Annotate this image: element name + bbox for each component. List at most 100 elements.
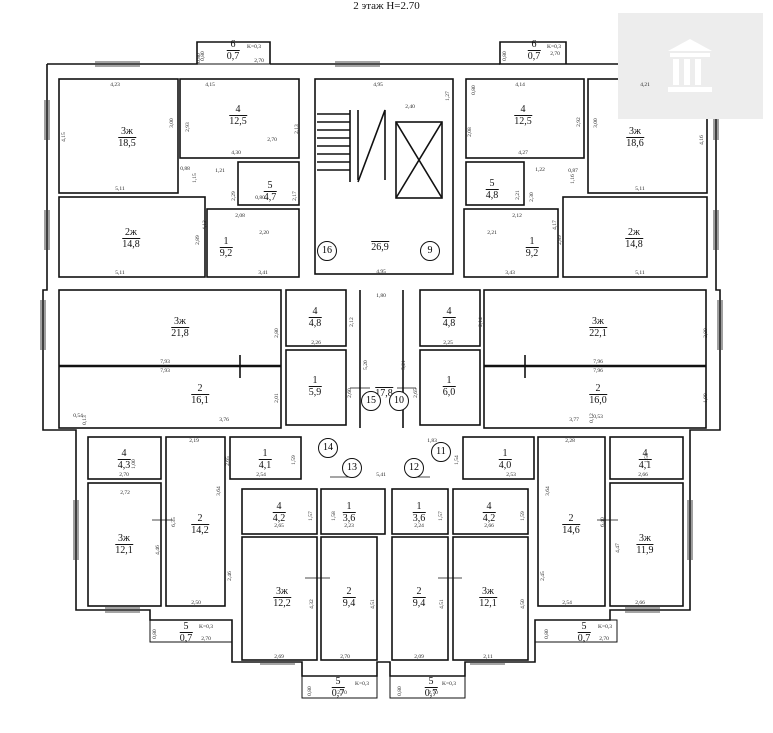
room-area: 14,2 <box>191 525 209 536</box>
room-area: 4,2 <box>272 513 286 524</box>
dimension-label: 4,13 <box>202 220 208 230</box>
dimension-label: 2,21 <box>487 230 497 236</box>
dimension-label: 0,80 <box>200 51 206 61</box>
room-area: 4,8 <box>442 318 456 329</box>
dimension-label: 2,08 <box>467 127 473 137</box>
room-number: 1 <box>412 502 426 513</box>
dimension-label: 4,17 <box>552 220 558 230</box>
dimension-label: 2,93 <box>185 122 191 132</box>
room-number: 3ж <box>636 534 654 545</box>
dimension-label: 5,41 <box>376 472 386 478</box>
room-area: 4,7 <box>263 192 277 203</box>
room-number: 2ж <box>122 228 140 239</box>
apartment-number: 14 <box>318 438 338 458</box>
room-number: 2 <box>562 514 580 525</box>
balcony-coefficient: K=0,3 <box>442 681 456 687</box>
dimension-label: 4,15 <box>205 82 215 88</box>
dimension-label: 2,54 <box>562 600 572 606</box>
dimension-label: 5,11 <box>115 270 125 276</box>
room-number: 5 <box>577 622 591 633</box>
room-area: 14,8 <box>122 239 140 250</box>
dimension-label: 2,14 <box>478 317 484 327</box>
dimension-label: 3,77 <box>569 417 579 423</box>
balcony-coefficient: K=0,3 <box>247 44 261 50</box>
dimension-label: 4,95 <box>376 269 386 275</box>
room-number: 2 <box>191 514 209 525</box>
dimension-label: 4,27 <box>518 150 528 156</box>
room-area: 21,8 <box>171 328 189 339</box>
dimension-label: 2,89 <box>195 235 201 245</box>
dimension-label: 0,13 <box>82 415 88 425</box>
dimension-label: 2,50 <box>191 600 201 606</box>
dimension-label: 1,59 <box>520 511 526 521</box>
dimension-label: 2,12 <box>512 213 522 219</box>
dimension-label: 0,80 <box>307 686 313 696</box>
dimension-label: 1,59 <box>291 455 297 465</box>
dimension-label: 5,11 <box>635 270 645 276</box>
dimension-label: 1,22 <box>535 167 545 173</box>
dimension-label: 2,70 <box>254 58 264 64</box>
outer-wall <box>42 41 721 677</box>
dimension-label: 4,51 <box>370 599 376 609</box>
dimension-label: 1,21 <box>215 168 225 174</box>
room-area: 0,7 <box>179 633 193 644</box>
dimension-label: 3,76 <box>219 417 229 423</box>
dimension-label: 2,70 <box>201 636 211 642</box>
dimension-label: 2,24 <box>414 523 424 529</box>
dimension-label: 2,19 <box>189 438 199 444</box>
dimension-label: 2,09 <box>414 654 424 660</box>
apartment-number: 13 <box>342 458 362 478</box>
dimension-label: 1,58 <box>331 511 337 521</box>
dimension-label: 2,66 <box>484 523 494 529</box>
room-area: 12,5 <box>229 116 247 127</box>
room-number: 2 <box>412 587 426 598</box>
room-area: 0,7 <box>527 51 541 62</box>
apartment-number: 9 <box>420 241 440 261</box>
dimension-label: 3,43 <box>505 270 515 276</box>
dimension-label: 2,21 <box>515 190 521 200</box>
room-area: 12,5 <box>514 116 532 127</box>
dimension-label: 0,80 <box>152 629 158 639</box>
dimension-label: 2,70 <box>337 690 347 696</box>
dimension-label: 2,65 <box>225 456 231 466</box>
dimension-label: 2,69 <box>274 654 284 660</box>
room-area: 12,1 <box>479 598 497 609</box>
room-number: 6 <box>226 40 240 51</box>
room-number <box>375 377 393 388</box>
dimension-label: 3,41 <box>258 270 268 276</box>
room-number: 3ж <box>118 127 136 138</box>
dimension-label: 1,54 <box>454 455 460 465</box>
room-area: 0,7 <box>226 51 240 62</box>
room-number: 3ж <box>626 127 644 138</box>
room-number: 6 <box>527 40 541 51</box>
room-number: 2 <box>191 384 209 395</box>
room-area: 16,0 <box>589 395 607 406</box>
dimension-label: 4,30 <box>231 150 241 156</box>
dimension-label: 1,16 <box>570 174 576 184</box>
dimension-label: 4,21 <box>640 82 650 88</box>
dimension-label: 1,53 <box>644 453 650 463</box>
dimension-label: 4,47 <box>615 543 621 553</box>
room-number: 4 <box>482 502 496 513</box>
dimension-label: 3,64 <box>216 486 222 496</box>
dimension-label: 2,29 <box>231 191 237 201</box>
dimension-label: 1,99 <box>703 393 709 403</box>
dimension-label: 2,70 <box>119 472 129 478</box>
room-number: 4 <box>638 449 652 460</box>
room-number: 5 <box>263 181 277 192</box>
room-number: 3ж <box>479 587 497 598</box>
dimension-label: 0,80 <box>397 686 403 696</box>
